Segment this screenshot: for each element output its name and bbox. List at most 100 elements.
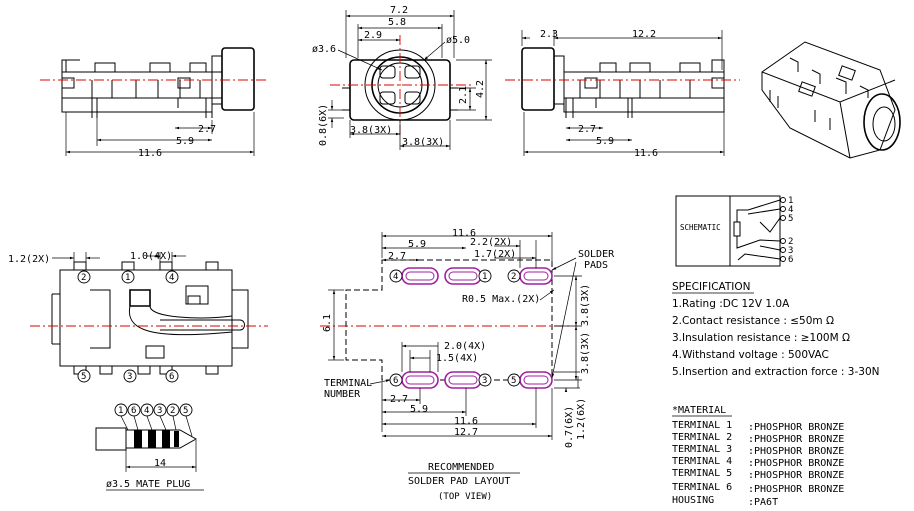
dim-5-9-r: 5.9 bbox=[596, 136, 614, 147]
material-name: TERMINAL 2 bbox=[672, 432, 732, 443]
pad-caption-3: (TOP VIEW) bbox=[438, 492, 492, 502]
dim-1-2-6x: 1.2(6X) bbox=[576, 398, 587, 440]
material-value: :PHOSPHOR BRONZE bbox=[748, 470, 844, 481]
material-name: HOUSING bbox=[672, 495, 714, 506]
dim-3-8-3x-pad-a: 3.8(3X) bbox=[580, 284, 591, 326]
spec-item: 1.Rating :DC 12V 1.0A bbox=[672, 298, 790, 310]
dim-1-2-2x: 1.2(2X) bbox=[8, 254, 50, 265]
isometric-view bbox=[761, 41, 901, 159]
solder-pads-label-1: SOLDER bbox=[578, 249, 615, 260]
dim-0-7-6x: 0.7(6X) bbox=[564, 406, 575, 448]
dim-14: 14 bbox=[154, 458, 166, 469]
dim-3-8-3x-a: 3.8(3X) bbox=[350, 125, 392, 136]
plug-pin-label: 3 bbox=[157, 406, 162, 416]
pads-bottom bbox=[401, 371, 553, 389]
dim-5-9: 5.9 bbox=[176, 136, 194, 147]
material-value: :PHOSPHOR BRONZE bbox=[748, 458, 844, 469]
pin-label: 4 bbox=[169, 273, 174, 283]
dim-2-2-2x: 2.2(2X) bbox=[470, 237, 512, 248]
spec-item: 5.Insertion and extraction force : 3-30N bbox=[672, 366, 879, 378]
schematic-pin: 3 bbox=[788, 246, 793, 256]
schematic-pins: 1 4 5 2 3 6 bbox=[780, 196, 793, 265]
dim-1-7-2x: 1.7(2X) bbox=[474, 249, 516, 260]
schematic-pin: 2 bbox=[788, 237, 793, 247]
pad-number: 6 bbox=[393, 376, 398, 386]
spec-title: SPECIFICATION bbox=[672, 281, 751, 293]
pad-number: 5 bbox=[511, 376, 516, 386]
specification: SPECIFICATION 1.Rating :DC 12V 1.0A 2.Co… bbox=[672, 281, 879, 378]
pin-label: 2 bbox=[81, 273, 86, 283]
pad-number: 3 bbox=[482, 376, 487, 386]
dim-r0-5: R0.5 Max.(2X) bbox=[462, 294, 540, 305]
dim-5-8: 5.8 bbox=[388, 17, 406, 28]
plug-pin-label: 4 bbox=[144, 406, 149, 416]
material: *MATERIAL TERMINAL 1 :PHOSPHOR BRONZE TE… bbox=[672, 405, 844, 508]
plug-pin-label: 5 bbox=[183, 406, 188, 416]
pin-label: 5 bbox=[81, 372, 86, 382]
pad-number: 4 bbox=[393, 272, 398, 282]
material-value: :PA6T bbox=[748, 497, 778, 508]
schematic: SCHEMATIC 1 4 5 2 3 6 bbox=[675, 195, 793, 267]
material-name: TERMINAL 3 bbox=[672, 444, 732, 455]
right-side-view: 2.3 12.2 2.7 5.9 11.6 bbox=[505, 29, 740, 159]
dim-11-6: 11.6 bbox=[138, 148, 162, 159]
dim-2-3: 2.3 bbox=[540, 29, 558, 40]
dim-1-5-4x: 1.5(4X) bbox=[436, 353, 478, 364]
dim-3-8-3x-pad-b: 3.8(3X) bbox=[580, 332, 591, 374]
spec-item: 3.Insulation resistance : ≥100M Ω bbox=[672, 332, 850, 344]
dim-1-0-4x: 1.0(4X) bbox=[130, 251, 172, 262]
top-view: 2 1 4 5 3 6 1.2(2X) 1.0(4X) bbox=[8, 251, 268, 383]
solder-pads-label-2: PADS bbox=[584, 260, 608, 271]
pad-caption-2: SOLDER PAD LAYOUT bbox=[408, 476, 510, 487]
dim-phi-5-0: ø5.0 bbox=[446, 35, 470, 46]
plug-caption: ø3.5 MATE PLUG bbox=[106, 479, 190, 490]
terminal-number-2: NUMBER bbox=[324, 389, 361, 400]
dim-4-2: 4.2 bbox=[475, 80, 486, 98]
material-value: :PHOSPHOR BRONZE bbox=[748, 484, 844, 495]
pads-top bbox=[401, 267, 553, 285]
material-value: :PHOSPHOR BRONZE bbox=[748, 422, 844, 433]
plug-pin-label: 2 bbox=[170, 406, 175, 416]
schematic-pin: 4 bbox=[788, 205, 793, 215]
schematic-label: SCHEMATIC bbox=[680, 223, 721, 232]
left-side-view: 2.7 5.9 11.6 bbox=[40, 47, 268, 159]
material-value: :PHOSPHOR BRONZE bbox=[748, 446, 844, 457]
plug-pin-label: 1 bbox=[118, 406, 123, 416]
dim-5-9-bot: 5.9 bbox=[410, 404, 428, 415]
front-view: 7.2 5.8 2.9 ø3.6 ø5.0 2.1 4.2 0.8(6X) 3.… bbox=[312, 5, 492, 150]
spec-item: 4.Withstand voltage : 500VAC bbox=[672, 349, 829, 361]
schematic-pin: 1 bbox=[788, 196, 793, 206]
dim-phi-3-6: ø3.6 bbox=[312, 44, 336, 55]
dim-11-6-top: 11.6 bbox=[452, 228, 476, 239]
material-title: *MATERIAL bbox=[672, 405, 726, 416]
pin-label: 1 bbox=[125, 273, 130, 283]
spec-item: 2.Contact resistance : ≤50m Ω bbox=[672, 315, 834, 327]
mate-plug: 1 6 4 3 2 5 14 ø3.5 MATE PLUG bbox=[95, 403, 204, 491]
dim-2-1: 2.1 bbox=[458, 86, 469, 104]
dim-7-2: 7.2 bbox=[390, 5, 408, 16]
dim-5-9-top: 5.9 bbox=[408, 239, 426, 250]
dim-11-6-bot: 11.6 bbox=[454, 416, 478, 427]
pad-caption-1: RECOMMENDED bbox=[428, 462, 494, 473]
solder-pad-layout: 4 1 2 6 3 5 11.6 5.9 2.7 2.2(2X) 1.7(2X)… bbox=[320, 228, 615, 502]
schematic-pin: 6 bbox=[788, 255, 793, 265]
pin-label: 6 bbox=[169, 372, 174, 382]
material-name: TERMINAL 6 bbox=[672, 482, 732, 493]
schematic-pin: 5 bbox=[788, 214, 793, 224]
material-value: :PHOSPHOR BRONZE bbox=[748, 434, 844, 445]
dim-6-1: 6.1 bbox=[322, 314, 333, 332]
dim-3-8-3x-b: 3.8(3X) bbox=[402, 137, 444, 148]
dim-2-7-r: 2.7 bbox=[578, 124, 596, 135]
dim-2-0-4x: 2.0(4X) bbox=[444, 341, 486, 352]
dim-2-9: 2.9 bbox=[364, 30, 382, 41]
dim-12-7: 12.7 bbox=[454, 427, 478, 438]
dim-2-7: 2.7 bbox=[198, 124, 216, 135]
dim-2-7-bot: 2.7 bbox=[390, 394, 408, 405]
terminal-number-1: TERMINAL bbox=[324, 378, 372, 389]
plug-pin-label: 6 bbox=[131, 406, 136, 416]
dim-0-8-6x: 0.8(6X) bbox=[318, 104, 329, 146]
plug-pin-markers: 1 6 4 3 2 5 bbox=[114, 403, 193, 417]
pin-markers-top: 2 1 4 bbox=[77, 270, 179, 284]
pin-label: 3 bbox=[127, 372, 132, 382]
